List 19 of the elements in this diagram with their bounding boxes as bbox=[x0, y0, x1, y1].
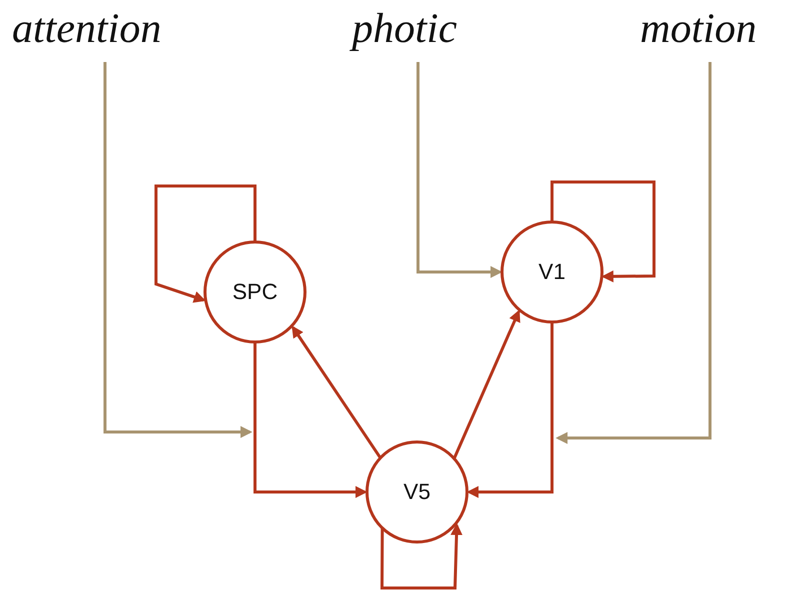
arrow bbox=[416, 62, 502, 278]
arrow bbox=[154, 184, 256, 303]
arrow bbox=[550, 180, 656, 282]
region-label: V5 bbox=[404, 479, 430, 505]
region-circle bbox=[365, 440, 469, 544]
input-label: motion bbox=[640, 8, 757, 50]
region-circle bbox=[500, 220, 604, 324]
arrow bbox=[254, 342, 368, 498]
arrow bbox=[466, 322, 554, 498]
input-label: photic bbox=[352, 8, 457, 50]
arrow bbox=[452, 310, 520, 460]
region-label: SPC bbox=[232, 279, 278, 305]
arrow bbox=[380, 523, 463, 590]
region-label: V1 bbox=[538, 259, 566, 285]
arrow bbox=[292, 326, 382, 459]
region-circle bbox=[203, 240, 307, 344]
modulatory-arrow bbox=[104, 62, 252, 438]
input-label: attention bbox=[12, 8, 162, 50]
modulatory-arrow bbox=[556, 62, 712, 444]
